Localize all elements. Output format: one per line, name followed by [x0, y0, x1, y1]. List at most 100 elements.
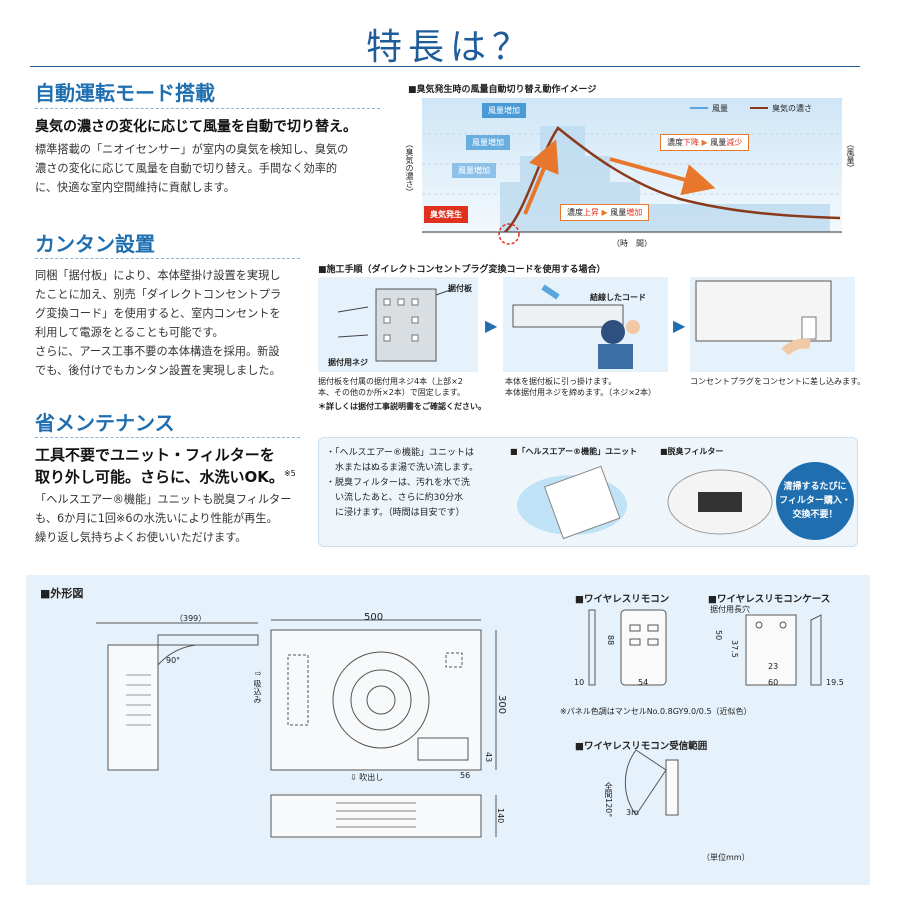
event-label: 臭気発生 [424, 206, 468, 223]
dim-56: 56 [460, 771, 471, 780]
range-angle: 全間120° [604, 782, 613, 818]
dim-140: 140 [496, 808, 505, 824]
flow-step-label-1: 風量増加 [452, 163, 496, 178]
case-19-5: 19.5 [826, 678, 844, 687]
step2-image [503, 277, 668, 372]
maint-bullet-2c: に浸けます。（時間は目安です） [326, 508, 465, 518]
up-arrow [523, 139, 559, 215]
easy-line: たことに加え、別売「ダイレクトコンセントプラ [35, 288, 282, 301]
down-arrow [609, 157, 716, 196]
up-callout-d: 増加 [626, 208, 643, 217]
maint-lead-1: 工具不要でユニット・フィルターを [35, 446, 275, 464]
maint-bullet-1b: 水またはぬるま湯で洗い流します。 [326, 463, 479, 473]
maint-body: 「ヘルスエアー®機能」ユニットも脱臭フィルター も、6か月に1回※6の水洗いによ… [35, 490, 315, 547]
graph-title: ■臭気発生時の風量自動切り替え動作イメージ [408, 85, 597, 95]
down-callout-c: 風量 [710, 138, 727, 147]
step-arrow-1: ▶ [485, 316, 498, 335]
flow-step-label-3: 風量増加 [482, 103, 526, 118]
maint-line: 「ヘルスエアー®機能」ユニットも脱臭フィルター [35, 493, 292, 506]
graph-xlabel: （時 間） [612, 239, 652, 248]
step2-caption: 本体を据付板に引っ掛けます。 本体据付用ネジを締めます。（ネジ×2本） [505, 376, 656, 398]
legend-odor: 臭気の濃さ [772, 104, 812, 113]
dim-500: 500 [364, 612, 384, 623]
dims-title: ■外形図 [40, 587, 84, 600]
up-callout-c: 風量 [610, 208, 627, 217]
down-callout-a: 濃度 [667, 138, 683, 147]
page-title: 特長は？ [365, 27, 534, 68]
maint-bullet-2b: い流したあと、さらに約30分水 [326, 493, 464, 503]
event-marker [498, 223, 520, 245]
remote-title: ■ワイヤレスリモコン [575, 594, 670, 605]
maint-lead-2: 取り外し可能。さらに、水洗いOK。※5 [35, 466, 296, 487]
remote-88: 88 [606, 635, 615, 646]
maint-divider [35, 437, 300, 438]
auto-line: 標準搭載の「ニオイセンサー」が室内の臭気を検知し、臭気の [35, 143, 349, 156]
graph-ylabel-left: （臭気の濃さ） [405, 140, 414, 196]
step-arrow-2: ▶ [673, 316, 686, 335]
easy-line: 同梱「据付板」により、本体壁掛け設置を実現し [35, 269, 281, 282]
filter-illustration [667, 469, 773, 535]
title-divider [30, 66, 860, 67]
step3-image [690, 277, 855, 372]
easy-body: 同梱「据付板」により、本体壁掛け設置を実現し たことに加え、別売「ダイレクトコン… [35, 266, 305, 380]
easy-divider [35, 258, 300, 259]
range-distance: 3m [626, 808, 639, 817]
remote-10: 10 [574, 678, 585, 687]
case-50: 50 [714, 630, 723, 641]
down-callout-d: 減少 [726, 138, 743, 147]
intake-label: ⇧ 吸込み [253, 670, 262, 704]
step2-caption-b: 本体据付用ネジを締めます。（ネジ×2本） [505, 388, 656, 397]
maint-line: も、6か月に1回※6の水洗いにより性能が再生。 [35, 512, 278, 525]
dim-43: 43 [484, 752, 493, 763]
unit-wash-illustration [517, 465, 627, 540]
auto-line: 濃さの変化に応じて風量を自動で切り替え。手間なく効率的 [35, 162, 338, 175]
auto-lead: 臭気の濃さの変化に応じて風量を自動で切り替え。 [35, 119, 357, 135]
up-callout-a: 濃度 [567, 208, 583, 217]
maint-heading: 省メンテナンス [35, 411, 175, 435]
remote-54: 54 [638, 678, 649, 687]
maint-bullet-1a: ・「ヘルスエアー®機能」ユニットは [326, 448, 474, 458]
case-37-5: 37.5 [730, 640, 739, 658]
label-screw: 据付用ネジ [328, 358, 368, 367]
odor-curve [504, 126, 841, 233]
easy-heading: カンタン設置 [35, 232, 155, 256]
easy-line: さらに、アース工事不要の本体構造を採用。新設 [35, 345, 280, 358]
maint-line: 繰り返し気持ちよくお使いいただけます。 [35, 531, 247, 544]
dim-300: 300 [496, 695, 507, 715]
outlet-label: ⇩ 吹出し [350, 773, 384, 782]
dim-90: 90° [166, 656, 181, 665]
easy-line: 利用して電源をとることも可能です。 [35, 326, 224, 339]
steps-title: ■施工手順（ダイレクトコンセントプラグ変換コードを使用する場合） [318, 265, 606, 275]
step3-caption: コンセントプラグをコンセントに差し込みます。 [690, 377, 866, 386]
down-callout-b: 下降 [683, 138, 699, 147]
range-title: ■ワイヤレスリモコン受信範囲 [575, 741, 708, 752]
up-callout-b: 上昇 [583, 208, 599, 217]
legend-flow: 風量 [712, 104, 728, 113]
step2-illustration [512, 284, 640, 369]
case-title: ■ワイヤレスリモコンケース [708, 594, 831, 605]
graph-ylabel-right: （風量） [846, 140, 855, 172]
label-board: 据付板 [448, 284, 472, 293]
dimension-drawing [96, 609, 822, 838]
maint-lead-2-text: 取り外し可能。さらに、水洗いOK。 [35, 468, 284, 486]
unit-label: ■「ヘルスエアー®機能」ユニット [510, 447, 638, 456]
dim-399: （399） [175, 614, 207, 623]
label-cord: 結線したコード [590, 293, 646, 302]
maint-lead-sup: ※5 [283, 469, 296, 478]
panel-color-note: ※パネル色調はマンセルNo.0.8GY9.0/0.5（近似色） [560, 707, 752, 716]
step3-illustration [695, 280, 832, 356]
case-23: 23 [768, 662, 779, 671]
step1-caption-b: 本、その他のか所×2本）で固定します。 [318, 388, 465, 397]
no-replacement-badge: 清掃するたびに フィルター購入・ 交換不要！ [776, 462, 854, 540]
maint-bullet-2a: ・脱臭フィルターは、汚れを水で洗 [326, 478, 470, 488]
step1-caption: 据付板を付属の据付用ネジ4本（上部×2 本、その他のか所×2本）で固定します。 [318, 376, 465, 398]
step1-caption-a: 据付板を付属の据付用ネジ4本（上部×2 [318, 377, 463, 386]
up-callout: 濃度上昇 ▶ 風量増加 [560, 204, 650, 221]
maint-bullets: ・「ヘルスエアー®機能」ユニットは 水またはぬるま湯で洗い流します。 ・脱臭フィ… [326, 446, 478, 521]
step1-illustration [337, 288, 454, 362]
badge-line-1: 清掃するたびに [783, 482, 847, 492]
auto-body: 標準搭載の「ニオイセンサー」が室内の臭気を検知し、臭気の 濃さの変化に応じて風量… [35, 140, 385, 197]
case-sub: 据付用長穴 [710, 605, 750, 614]
unit-note: （単位mm） [702, 853, 750, 862]
badge-line-2: フィルター購入・ [779, 496, 851, 506]
